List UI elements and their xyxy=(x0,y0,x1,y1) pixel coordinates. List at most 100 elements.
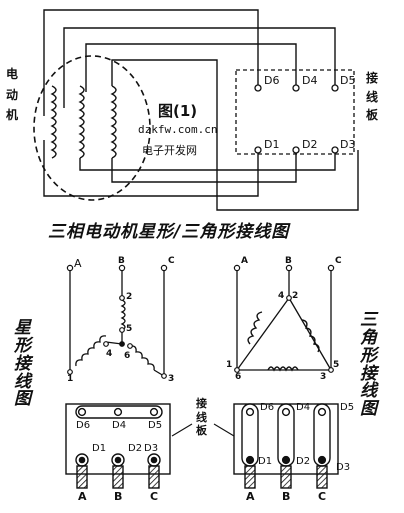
motor-winding-3 xyxy=(110,85,117,159)
star-node-4: 4 xyxy=(106,349,113,359)
main-title: 三相电动机星形/三角形接线图 xyxy=(48,222,290,242)
delta-label: 三 角 形 接 线 图 xyxy=(360,310,377,420)
motor-label-char: 电 xyxy=(6,67,19,81)
terminal-label-d3: D3 xyxy=(340,138,356,151)
delta-node-2: 2 xyxy=(292,291,299,301)
terminal-board-outline xyxy=(235,69,355,155)
star-schematic xyxy=(69,270,165,377)
star-label-char: 星 xyxy=(14,318,31,338)
delta-label-char: 接 xyxy=(360,363,377,384)
star-coil-b xyxy=(120,299,126,331)
delta-board-d2: D2 xyxy=(296,456,311,467)
wire-top-inner xyxy=(111,59,359,211)
star-board-d1: D1 xyxy=(92,443,107,454)
star-node-3: 3 xyxy=(168,374,175,384)
delta-node-3: 3 xyxy=(320,372,327,382)
wire-outer xyxy=(43,9,259,116)
delta-board-phase-b: B xyxy=(282,490,291,503)
delta-label-char: 角 xyxy=(360,327,377,348)
star-board-phase-b: B xyxy=(114,490,123,503)
star-label-char: 图 xyxy=(14,389,31,410)
wire-third xyxy=(85,43,297,92)
motor-winding-1 xyxy=(50,85,57,159)
wire-bottom-1 xyxy=(43,140,259,197)
delta-node-4: 4 xyxy=(278,291,285,301)
board-label-middle-char: 线 xyxy=(196,410,207,424)
star-board-d5: D5 xyxy=(148,420,163,431)
star-node-1: 1 xyxy=(67,374,74,384)
terminal-d4-dot xyxy=(292,84,300,92)
wire-bottom-3 xyxy=(79,150,336,171)
site-name: 电子开发网 xyxy=(142,144,197,157)
delta-phase-b: B xyxy=(285,256,292,266)
motor-stator-outline xyxy=(33,55,151,201)
delta-node-6: 6 xyxy=(235,372,242,382)
terminal-d2-dot xyxy=(292,146,300,154)
delta-board-d6: D6 xyxy=(260,402,275,413)
terminal-board-label-char: 接 xyxy=(366,71,379,85)
delta-nodes xyxy=(233,264,335,373)
motor-label: 电 动 机 xyxy=(6,68,18,122)
delta-board-phase-c: C xyxy=(318,490,327,503)
motor-circuit xyxy=(33,9,359,211)
board-label-middle: 接 线 板 xyxy=(196,398,207,437)
star-coil-a xyxy=(75,335,107,367)
terminal-label-d5: D5 xyxy=(340,74,356,87)
star-nodes xyxy=(66,264,168,379)
delta-coil-left xyxy=(247,311,263,345)
terminal-label-d2: D2 xyxy=(302,138,318,151)
star-label-char: 接 xyxy=(14,353,31,374)
delta-node-5: 5 xyxy=(333,360,340,370)
star-board-phase-a: A xyxy=(78,490,87,503)
star-label-char: 线 xyxy=(14,371,31,392)
motor-winding-2 xyxy=(78,85,85,159)
delta-label-char: 图 xyxy=(360,399,377,420)
terminal-label-d4: D4 xyxy=(302,74,318,87)
terminal-label-d6: D6 xyxy=(264,74,280,87)
delta-board-d3: D3 xyxy=(336,462,351,473)
motor-label-char: 机 xyxy=(6,108,19,123)
board-label-middle-char: 接 xyxy=(196,397,207,410)
board-label-middle-char: 板 xyxy=(196,424,207,438)
terminal-d3-dot xyxy=(331,146,339,154)
star-label-char: 形 xyxy=(14,335,31,356)
delta-board-d4: D4 xyxy=(296,402,311,413)
star-phase-b: B xyxy=(118,256,125,266)
terminal-board-label-char: 板 xyxy=(366,108,379,123)
delta-phase-c: C xyxy=(335,256,342,266)
terminal-d5-dot xyxy=(331,84,339,92)
delta-phase-a: A xyxy=(241,256,248,266)
terminal-label-d1: D1 xyxy=(264,138,280,151)
star-board-d6: D6 xyxy=(76,420,91,431)
star-node-5: 5 xyxy=(126,324,133,334)
wire-second xyxy=(63,27,336,108)
terminal-board-label-char: 线 xyxy=(366,89,379,104)
wire-bottom-2 xyxy=(111,150,297,183)
delta-node-1: 1 xyxy=(226,360,233,370)
terminal-dots xyxy=(254,84,339,154)
delta-label-char: 三 xyxy=(360,310,377,330)
star-phase-a: A xyxy=(74,257,82,270)
motor-label-char: 动 xyxy=(6,87,19,102)
figure-label: 图(1) xyxy=(158,102,198,120)
delta-coil-bottom xyxy=(267,366,299,372)
star-board-d3: D3 xyxy=(144,443,159,454)
star-label: 星 形 接 线 图 xyxy=(14,318,31,410)
star-board-d4: D4 xyxy=(112,420,127,431)
site-url: dzkfw.com.cn xyxy=(138,123,218,136)
star-node-2: 2 xyxy=(126,292,133,302)
delta-board-d1: D1 xyxy=(258,456,273,467)
star-phase-c: C xyxy=(168,256,175,266)
delta-schematic xyxy=(236,270,332,372)
delta-label-char: 形 xyxy=(360,345,377,366)
star-terminal-board xyxy=(65,403,171,489)
star-board-phase-c: C xyxy=(150,490,159,503)
star-coil-c xyxy=(129,345,155,371)
delta-coil-right xyxy=(301,319,320,353)
star-board-d2: D2 xyxy=(128,443,143,454)
delta-label-char: 线 xyxy=(360,381,377,402)
delta-terminal-board xyxy=(233,403,339,489)
terminal-board-label: 接 线 板 xyxy=(366,72,378,122)
